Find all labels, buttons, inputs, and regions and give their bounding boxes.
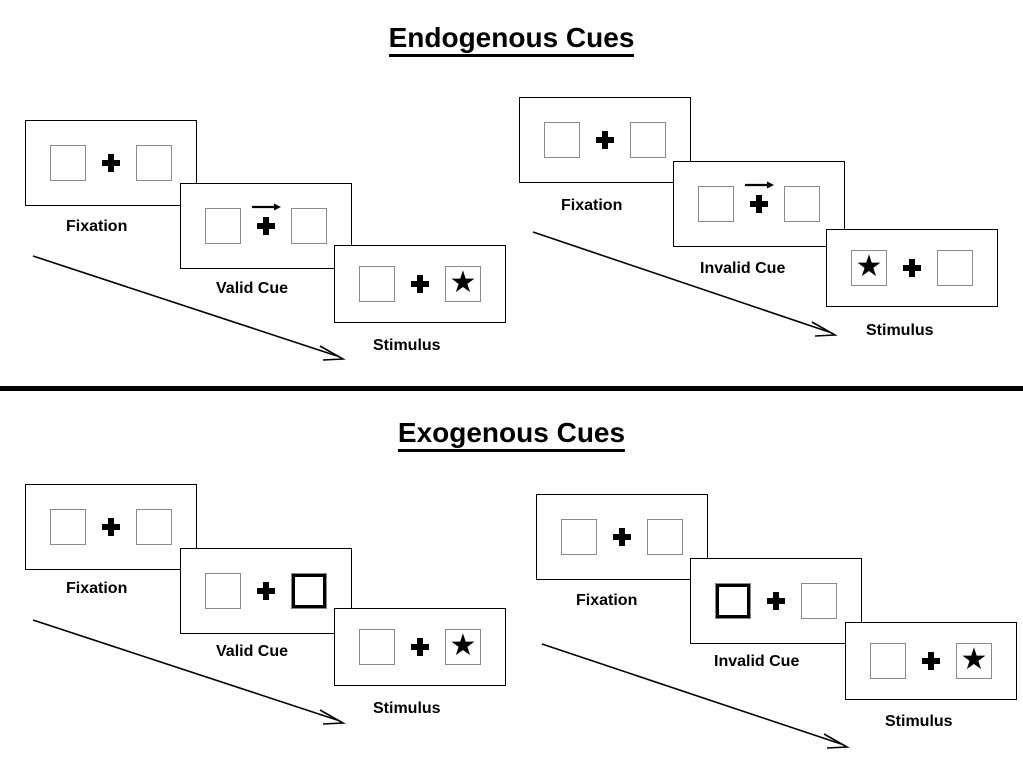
stimulus-box-left [50, 145, 86, 181]
caption-endogenous-invalid-fixation: Fixation [561, 197, 623, 214]
panel-content: ★ [870, 643, 992, 679]
panel-content: ★ [359, 266, 481, 302]
stimulus-box-right [647, 519, 683, 555]
panel-content [561, 519, 683, 555]
fixation-cross-icon [745, 181, 774, 213]
section-divider [0, 386, 1023, 391]
caption-endogenous-valid-fixation: Fixation [66, 218, 128, 235]
caption-exogenous-invalid-stimulus: Stimulus [885, 713, 953, 730]
stimulus-box-left-cued [715, 583, 751, 619]
panel-content [698, 181, 820, 222]
caption-endogenous-valid-cue: Valid Cue [216, 280, 289, 297]
fixation-cross-icon [922, 652, 940, 670]
caption-exogenous-invalid-fixation: Fixation [576, 592, 638, 609]
stimulus-box-right [801, 583, 837, 619]
section-title-exogenous: Exogenous Cues [0, 417, 1023, 452]
caption-exogenous-valid-fixation: Fixation [66, 580, 128, 597]
stimulus-box-left [561, 519, 597, 555]
stimulus-box-right [784, 186, 820, 222]
caption-exogenous-valid-cue: Valid Cue [216, 643, 289, 660]
panel-content [205, 203, 327, 244]
panel-content [715, 583, 837, 619]
panel-endogenous-valid-cue [180, 183, 352, 269]
panel-endogenous-invalid-cue [673, 161, 845, 247]
arrow-right-cue-icon [252, 203, 281, 211]
panel-exogenous-valid-cue [180, 548, 352, 634]
target-star-icon: ★ [960, 643, 988, 676]
panel-exogenous-invalid-fixation [536, 494, 708, 580]
caption-endogenous-invalid-stimulus: Stimulus [866, 322, 934, 339]
caption-endogenous-invalid-cue: Invalid Cue [700, 260, 786, 277]
section-title-endogenous: Endogenous Cues [0, 22, 1023, 57]
section-title-exogenous-text: Exogenous Cues [397, 417, 626, 452]
panel-exogenous-valid-fixation [25, 484, 197, 570]
stimulus-box-left [359, 266, 395, 302]
panel-content [544, 122, 666, 158]
stimulus-box-right-cued [291, 573, 327, 609]
panel-content [50, 145, 172, 181]
stimulus-box-left [205, 208, 241, 244]
fixation-cross-icon [252, 203, 281, 235]
stimulus-box-right: ★ [445, 629, 481, 665]
stimulus-box-left [544, 122, 580, 158]
stimulus-box-left [50, 509, 86, 545]
panel-endogenous-valid-fixation [25, 120, 197, 206]
fixation-cross-icon [767, 592, 785, 610]
stimulus-box-right [937, 250, 973, 286]
panel-endogenous-invalid-fixation [519, 97, 691, 183]
time-arrow-exogenous-invalid [541, 643, 850, 749]
fixation-cross-icon [102, 518, 120, 536]
section-title-endogenous-text: Endogenous Cues [388, 22, 635, 57]
fixation-cross-icon [411, 275, 429, 293]
stimulus-box-left [359, 629, 395, 665]
panel-content: ★ [851, 250, 973, 286]
stimulus-box-right [136, 145, 172, 181]
panel-exogenous-invalid-stimulus: ★ [845, 622, 1017, 700]
stimulus-box-right [630, 122, 666, 158]
target-star-icon: ★ [449, 266, 477, 299]
fixation-cross-icon [102, 154, 120, 172]
fixation-cross-shape [257, 217, 275, 235]
panel-endogenous-valid-stimulus: ★ [334, 245, 506, 323]
stimulus-box-left [205, 573, 241, 609]
arrow-right-cue-icon [745, 181, 774, 189]
panel-endogenous-invalid-stimulus: ★ [826, 229, 998, 307]
panel-content: ★ [359, 629, 481, 665]
stimulus-box-right [291, 208, 327, 244]
stimulus-box-right: ★ [956, 643, 992, 679]
caption-endogenous-valid-stimulus: Stimulus [373, 337, 441, 354]
fixation-cross-shape [750, 195, 768, 213]
caption-exogenous-invalid-cue: Invalid Cue [714, 653, 800, 670]
panel-exogenous-valid-stimulus: ★ [334, 608, 506, 686]
fixation-cross-icon [411, 638, 429, 656]
stimulus-box-right: ★ [445, 266, 481, 302]
fixation-cross-icon [596, 131, 614, 149]
panel-content [50, 509, 172, 545]
fixation-cross-icon [257, 582, 275, 600]
stimulus-box-left: ★ [851, 250, 887, 286]
panel-content [205, 573, 327, 609]
fixation-cross-icon [613, 528, 631, 546]
stimulus-box-left [870, 643, 906, 679]
fixation-cross-icon [903, 259, 921, 277]
target-star-icon: ★ [855, 250, 883, 283]
target-star-icon: ★ [449, 629, 477, 662]
panel-exogenous-invalid-cue [690, 558, 862, 644]
caption-exogenous-valid-stimulus: Stimulus [373, 700, 441, 717]
stimulus-box-left [698, 186, 734, 222]
stimulus-box-right [136, 509, 172, 545]
